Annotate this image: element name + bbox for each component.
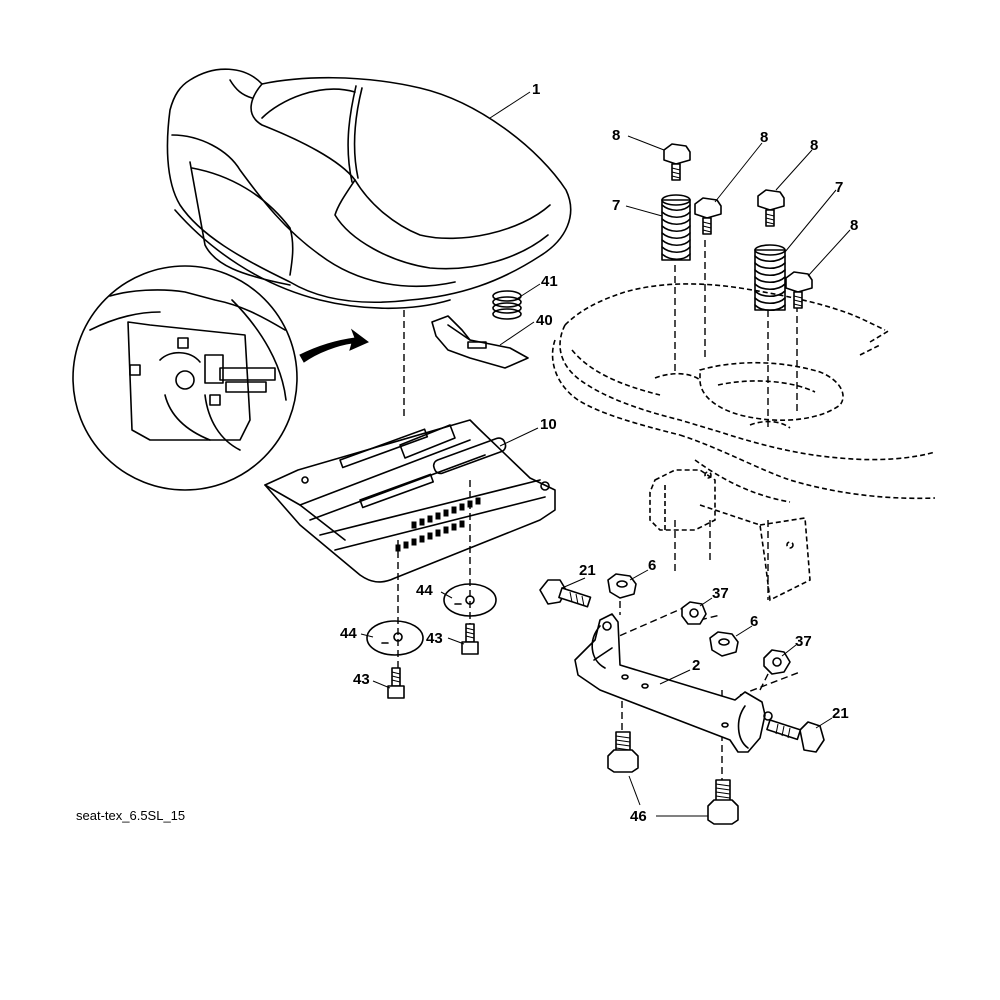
callout-6: 6 bbox=[648, 557, 656, 574]
callout-7: 7 bbox=[835, 179, 843, 196]
bolt-43-upper bbox=[461, 623, 479, 655]
bolt-46-right bbox=[707, 779, 739, 825]
callout-7: 7 bbox=[612, 197, 620, 214]
callout-43: 43 bbox=[353, 671, 370, 688]
washer-44-lower bbox=[366, 620, 424, 656]
bolt-21-right bbox=[766, 719, 825, 753]
spring-41 bbox=[492, 290, 522, 320]
spring-7-left bbox=[661, 194, 691, 261]
figure-caption: seat-tex_6.5SL_15 bbox=[76, 808, 186, 823]
callout-44: 44 bbox=[416, 582, 433, 599]
callout-10: 10 bbox=[540, 416, 557, 433]
callout-41: 41 bbox=[541, 273, 558, 290]
nut-37-upper bbox=[681, 601, 707, 625]
callout-43: 43 bbox=[426, 630, 443, 647]
bolt-21-left bbox=[539, 579, 592, 608]
mower-frame bbox=[551, 283, 936, 602]
latch-40 bbox=[431, 315, 529, 369]
nut-6-upper bbox=[607, 573, 637, 599]
seat bbox=[166, 68, 572, 310]
callout-44: 44 bbox=[340, 625, 357, 642]
bolt-8-a bbox=[663, 143, 691, 181]
washer-44-upper bbox=[443, 583, 497, 617]
callout-8: 8 bbox=[850, 217, 858, 234]
seat-pan bbox=[264, 419, 556, 583]
spring-7-right bbox=[754, 244, 786, 312]
callout-37: 37 bbox=[712, 585, 729, 602]
callout-labels: 1 8 8 8 8 7 7 41 40 10 21 6 37 6 37 2 21… bbox=[340, 81, 858, 825]
callout-8: 8 bbox=[612, 127, 620, 144]
nut-37-lower bbox=[763, 649, 791, 675]
callout-40: 40 bbox=[536, 312, 553, 329]
leader-lines bbox=[360, 91, 851, 817]
callout-37: 37 bbox=[795, 633, 812, 650]
nut-6-lower bbox=[709, 631, 739, 657]
callout-1: 1 bbox=[532, 81, 540, 98]
detail-inset bbox=[72, 265, 369, 491]
bolt-8-c bbox=[757, 189, 785, 227]
callout-46: 46 bbox=[630, 808, 647, 825]
bracket-2 bbox=[574, 613, 773, 753]
callout-21: 21 bbox=[579, 562, 596, 579]
bolt-43-lower bbox=[387, 667, 405, 699]
callout-6: 6 bbox=[750, 613, 758, 630]
bolt-8-d bbox=[785, 271, 813, 309]
callout-2: 2 bbox=[692, 657, 700, 674]
bolt-46-left bbox=[607, 731, 639, 773]
callout-21: 21 bbox=[832, 705, 849, 722]
callout-8: 8 bbox=[760, 129, 768, 146]
bolt-8-b bbox=[694, 197, 722, 235]
callout-8: 8 bbox=[810, 137, 818, 154]
